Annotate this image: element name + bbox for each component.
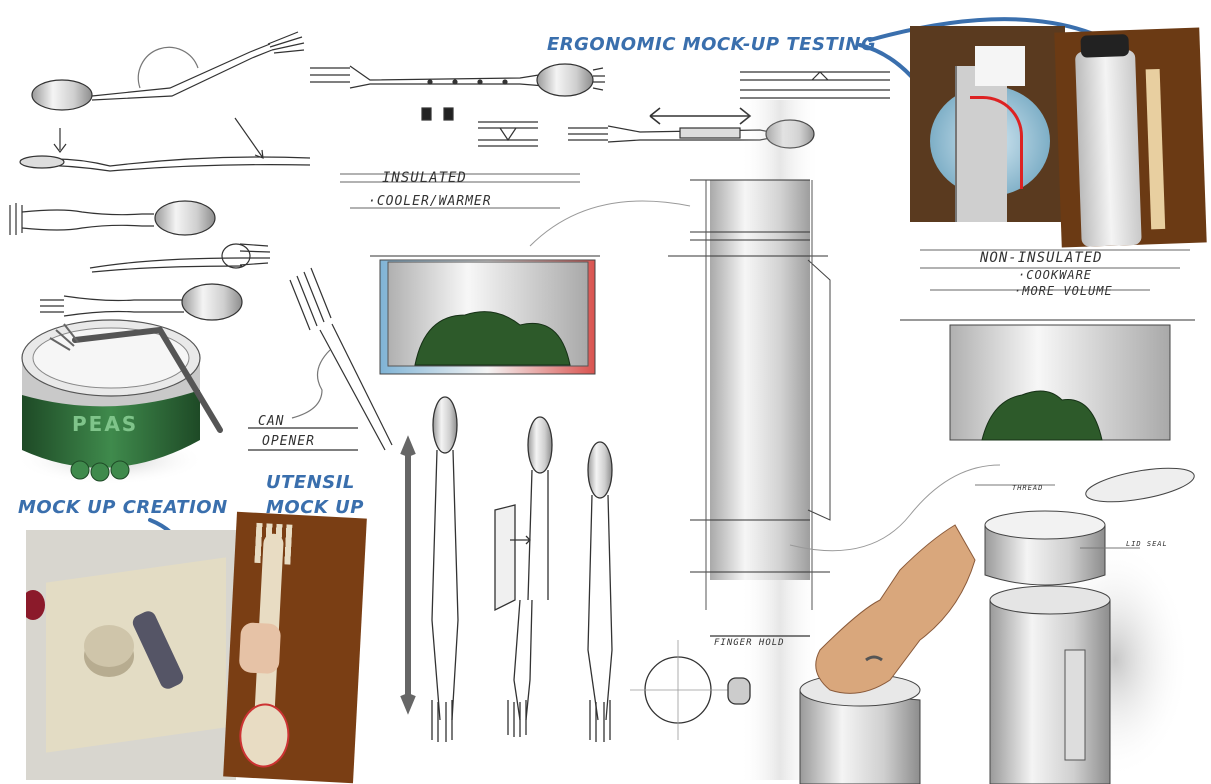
ergonomic-testing-label: ERGONOMIC MOCK-UP TESTING bbox=[547, 34, 877, 55]
foam-cylinder bbox=[84, 625, 134, 667]
tall-canister-sketch bbox=[668, 100, 1001, 780]
finger-hold-note: FINGER HOLD bbox=[714, 638, 785, 648]
can-opener-fork bbox=[248, 267, 393, 451]
utensil-sketches-left bbox=[9, 31, 311, 321]
mock-up-creation-label: MOCK UP CREATION bbox=[18, 497, 228, 518]
bottle-sketch bbox=[799, 467, 1195, 784]
can-opener-note-1: CAN bbox=[258, 414, 285, 429]
insulated-note-title: INSULATED bbox=[382, 170, 467, 186]
mock-spoon-end bbox=[237, 702, 291, 769]
bottle-cap bbox=[1080, 34, 1130, 58]
non-insulated-note-title: NON-INSULATED bbox=[980, 250, 1103, 266]
white-label bbox=[975, 46, 1025, 86]
finger-hold-sketch bbox=[630, 635, 810, 740]
insulated-pot-sketch bbox=[340, 173, 691, 375]
hand bbox=[238, 622, 282, 675]
peas-can-illustration bbox=[15, 319, 223, 485]
red-object bbox=[26, 590, 45, 620]
ergonomic-testing-photo-bottle bbox=[1054, 27, 1207, 248]
utensil-mock-up-photo bbox=[223, 511, 367, 784]
can-opener-note-2: OPENER bbox=[262, 434, 315, 449]
vertical-utensils bbox=[400, 396, 613, 742]
wooden-stick bbox=[1145, 68, 1166, 230]
insulated-note-sub: ·COOLER/WARMER bbox=[368, 194, 492, 209]
lid-seal-note: LID SEAL bbox=[1126, 540, 1168, 548]
non-insulated-note-sub2: ·MORE VOLUME bbox=[1014, 284, 1113, 298]
can-label-text: PEAS bbox=[72, 412, 139, 436]
non-insulated-note-sub1: ·COOKWARE bbox=[1018, 268, 1093, 282]
utensil-mock-up-label-line2: MOCK UP bbox=[266, 497, 364, 518]
paper-wrapped-bottle bbox=[1074, 49, 1142, 247]
non-insulated-pot-sketch bbox=[900, 249, 1195, 441]
mock-up-creation-photo bbox=[26, 530, 236, 780]
foam-block bbox=[46, 557, 226, 753]
red-measure-mark bbox=[970, 96, 1023, 189]
ergonomic-testing-photo-ruler bbox=[910, 26, 1065, 222]
ruler bbox=[955, 66, 1007, 222]
thread-note: THREAD bbox=[1012, 484, 1044, 492]
utensil-mock-up-label-line1: UTENSIL bbox=[266, 472, 355, 493]
mock-fork-tines bbox=[254, 522, 293, 565]
